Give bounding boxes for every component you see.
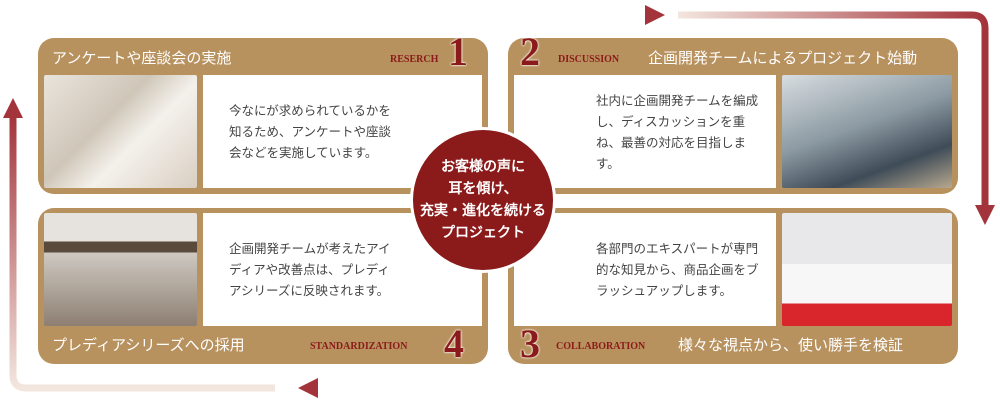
step-card-standardization: 企画開発チームが考えたアイディアや改善点は、プレディアシリーズに反映されます。 … — [38, 208, 488, 364]
step-number: 4 — [444, 321, 464, 366]
step-card-discussion: 2 DISCUSSION 企画開発チームによるプロジェクト始動 社内に企画開発チ… — [508, 32, 958, 194]
step-title: 企画開発チームによるプロジェクト始動 — [648, 49, 918, 67]
center-line: お客様の声に — [441, 159, 525, 175]
center-circle: お客様の声に 耳を傾け、 充実・進化を続ける プロジェクト — [413, 130, 553, 270]
step-description-box: 各部門のエキスパートが専門的な知見から、商品企画をブラッシュアップします。 — [514, 213, 776, 326]
arrow-right — [678, 11, 989, 205]
step-card-research: アンケートや座談会の実施 RESERCH 1 今なにが求められているかを知るため… — [38, 32, 488, 194]
center-line: プロジェクト — [441, 225, 525, 241]
step-en-label: DISCUSSION — [558, 54, 620, 65]
arrowhead-up — [3, 98, 23, 118]
step-description-box: 社内に企画開発チームを編成し、ディスカッションを重ね、最善の対応を目指します。 — [514, 75, 776, 188]
step-card-collaboration: 各部門のエキスパートが専門的な知見から、商品企画をブラッシュアップします。 3 … — [508, 208, 958, 364]
arrowhead-down — [975, 205, 995, 225]
step-number: 2 — [520, 29, 540, 74]
team-photo — [782, 213, 952, 326]
step-description: 企画開発チームが考えたアイディアや改善点は、プレディアシリーズに反映されます。 — [229, 241, 391, 298]
step-title: アンケートや座談会の実施 — [52, 49, 232, 67]
meeting-photo — [782, 75, 952, 188]
center-line: 充実・進化を続ける — [420, 203, 546, 219]
step-title: プレディアシリーズへの採用 — [52, 336, 245, 354]
step-description: 社内に企画開発チームを編成し、ディスカッションを重ね、最善の対応を目指します。 — [596, 92, 759, 171]
survey-photo — [44, 75, 197, 188]
step-title: 様々な視点から、使い勝手を検証 — [678, 336, 904, 354]
arrowhead-right — [645, 5, 665, 25]
step-en-label: COLLABORATION — [556, 341, 646, 352]
step-description: 今なにが求められているかを知るため、アンケートや座談会などを実施しています。 — [229, 103, 392, 160]
step-number: 3 — [520, 321, 540, 366]
vanity-photo — [44, 213, 197, 326]
step-number: 1 — [448, 29, 468, 74]
arrowhead-left — [298, 378, 318, 398]
step-description: 各部門のエキスパートが専門的な知見から、商品企画をブラッシュアップします。 — [596, 241, 759, 298]
center-line: 耳を傾け、 — [448, 181, 518, 197]
arrow-left — [9, 115, 275, 392]
step-en-label: RESERCH — [390, 54, 439, 65]
step-en-label: STANDARDIZATION — [310, 341, 408, 352]
